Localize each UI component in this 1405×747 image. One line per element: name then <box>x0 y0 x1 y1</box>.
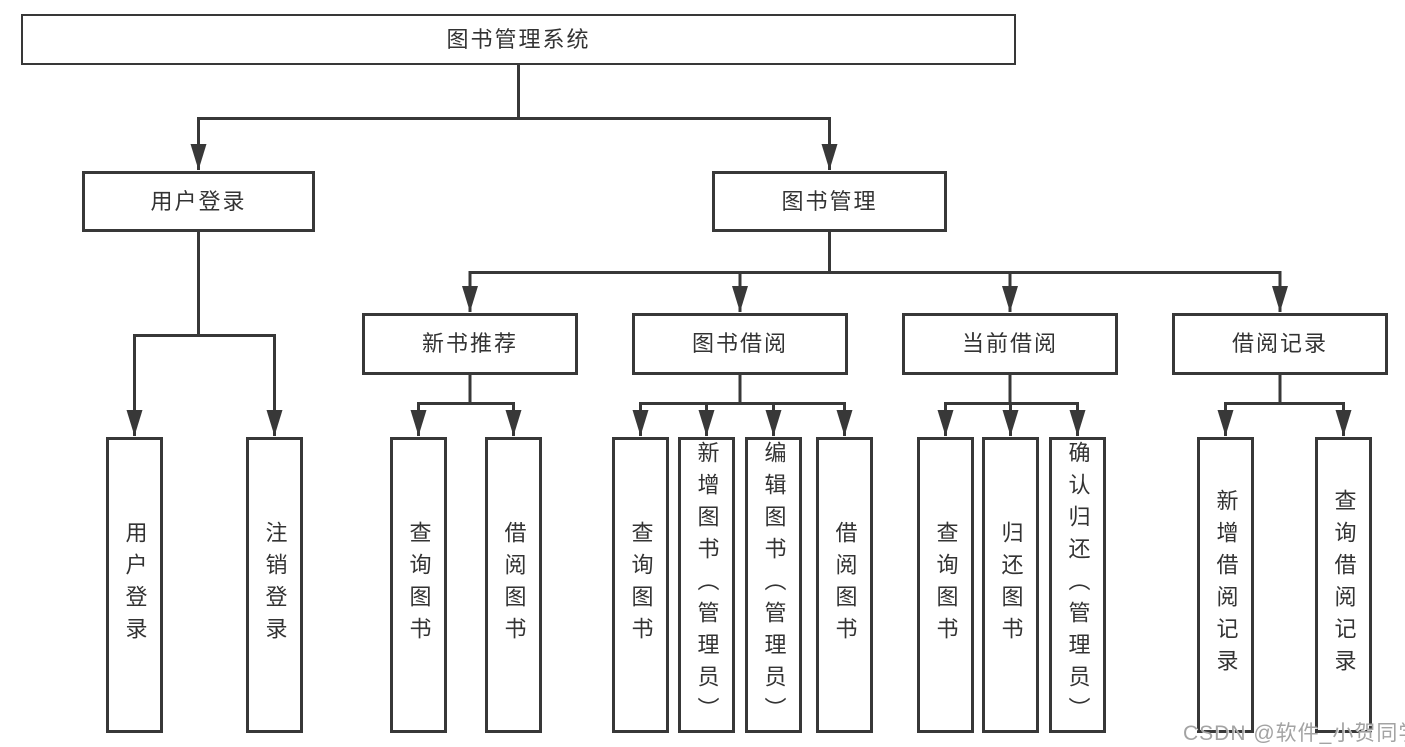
node-cb-query-books: 查询图书 <box>917 437 974 733</box>
node-bb-query-books: 查询图书 <box>612 437 669 733</box>
node-label: 借阅图书 <box>832 521 858 649</box>
node-label: 借阅图书 <box>501 521 527 649</box>
node-label: 查询图书 <box>628 521 654 649</box>
node-label: 借阅记录 <box>1231 331 1328 356</box>
node-book-management-system: 图书管理系统 <box>21 14 1016 65</box>
node-logout: 注销登录 <box>246 437 303 733</box>
node-label: 编辑图书（管理员） <box>761 441 787 729</box>
node-borrowing-records: 借阅记录 <box>1172 313 1388 375</box>
connector-root-to-level2 <box>198 64 830 120</box>
node-cb-return-books: 归还图书 <box>982 437 1039 733</box>
node-user-login: 用户登录 <box>82 171 315 232</box>
node-user-login-leaf: 用户登录 <box>106 437 163 733</box>
node-label: 用户登录 <box>150 188 247 214</box>
node-label: 查询图书 <box>933 521 959 649</box>
connector-new-book-branch <box>418 375 514 405</box>
node-nb-query-books: 查询图书 <box>390 437 447 733</box>
connector-book-borrowing-branch <box>640 375 845 405</box>
node-current-borrowing: 当前借阅 <box>902 313 1118 375</box>
node-label: 查询图书 <box>406 521 432 649</box>
node-br-query-borrow-record: 查询借阅记录 <box>1315 437 1372 733</box>
node-label: 图书借阅 <box>691 331 788 356</box>
node-label: 新书推荐 <box>421 331 518 356</box>
connector-book-management-branch <box>470 232 1280 274</box>
node-label: 图书管理系统 <box>446 26 591 52</box>
node-new-book-recommendation: 新书推荐 <box>362 313 578 375</box>
node-bb-edit-books-admin: 编辑图书（管理员） <box>745 437 802 733</box>
node-book-borrowing: 图书借阅 <box>632 313 848 375</box>
node-label: 注销登录 <box>262 521 288 649</box>
node-label: 当前借阅 <box>961 331 1058 356</box>
connector-borrowing-records-branch <box>1225 375 1344 405</box>
node-cb-confirm-return-admin: 确认归还（管理员） <box>1049 437 1106 733</box>
node-bb-add-books-admin: 新增图书（管理员） <box>678 437 735 733</box>
node-label: 查询借阅记录 <box>1331 489 1357 681</box>
connector-user-login-branch <box>134 232 275 337</box>
node-label: 用户登录 <box>122 521 148 649</box>
node-label: 归还图书 <box>998 521 1024 649</box>
watermark: CSDN @软件_小贺同学 <box>1183 722 1405 745</box>
node-bb-borrow-books: 借阅图书 <box>816 437 873 733</box>
node-label: 确认归还（管理员） <box>1065 441 1091 729</box>
connector-current-borrowing-branch <box>945 375 1078 405</box>
node-br-add-borrow-record: 新增借阅记录 <box>1197 437 1254 733</box>
node-nb-borrow-books: 借阅图书 <box>485 437 542 733</box>
node-label: 新增借阅记录 <box>1213 489 1239 681</box>
node-book-management: 图书管理 <box>712 171 947 232</box>
node-label: 新增图书（管理员） <box>694 441 720 729</box>
node-label: 图书管理 <box>781 188 878 214</box>
